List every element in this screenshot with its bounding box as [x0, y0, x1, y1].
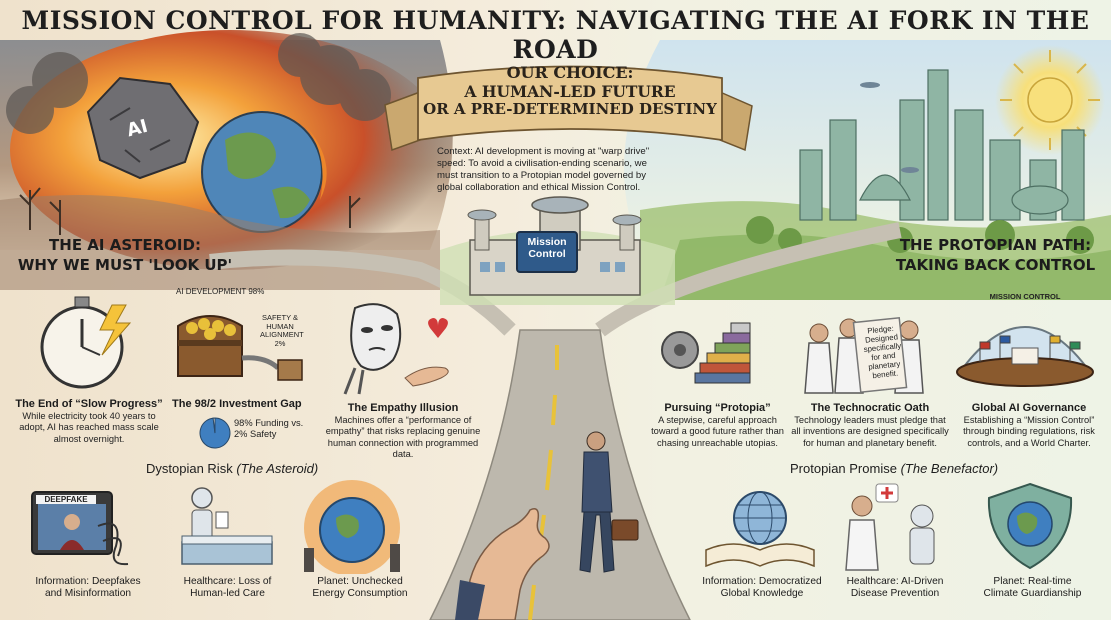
right-section-line-1: THE PROTOPIAN PATH: [899, 236, 1092, 254]
bottom-left-3-line-2: Energy Consumption [312, 588, 408, 600]
left-item-1: The End of “Slow Progress” While electri… [14, 398, 164, 445]
bottom-left-2-line-1: Healthcare: Loss of [183, 576, 272, 587]
right-item-1: Pursuing “Protopia” A stepwise, careful … [650, 402, 785, 449]
shield-globe-icon [987, 482, 1073, 570]
right-item-3-desc: Establishing a “Mission Control” through… [963, 415, 1095, 448]
bottom-right-2: Healthcare: AI-Driven Disease Prevention [830, 576, 960, 600]
burning-planet-icon [304, 480, 400, 574]
bottom-left-3: Planet: Unchecked Energy Consumption [295, 576, 425, 600]
context-text: Context: AI development is moving at "wa… [437, 146, 650, 193]
right-item-1-desc: A stepwise, careful approach toward a go… [651, 415, 784, 448]
left-section-line-1: THE AI ASTEROID: [49, 236, 201, 254]
page-title: MISSION CONTROL FOR HUMANITY: NAVIGATING… [21, 6, 1090, 64]
banner-line-2: A HUMAN-LED FUTURE [464, 81, 676, 101]
right-section-line-2: TAKING BACK CONTROL [895, 255, 1096, 274]
chest-label-top: AI DEVELOPMENT 98% [176, 287, 265, 296]
bright-sky [624, 40, 1111, 250]
scientists-pledge-icon [804, 316, 924, 394]
protopian-heading-main: Protopian Promise [790, 461, 897, 476]
deepfake-label: DEEPFAKE [36, 495, 96, 504]
protopian-heading: Protopian Promise (The Benefactor) [790, 461, 998, 476]
protopian-heading-sub: (The Benefactor) [900, 461, 999, 476]
dystopian-heading: Dystopian Risk (The Asteroid) [146, 461, 318, 476]
right-item-3-title: Global AI Governance [971, 402, 1087, 414]
left-item-3-title: The Empathy Illusion [347, 402, 459, 414]
left-section-line-2: WHY WE MUST 'LOOK UP' [17, 255, 233, 274]
doctor-robot-icon [845, 483, 935, 571]
mission-control-building [440, 196, 675, 305]
banner: OUR CHOICE: A HUMAN-LED FUTURE OR A PRE-… [418, 63, 722, 119]
bottom-right-3: Planet: Real-time Climate Guardianship [965, 576, 1100, 600]
bottom-left-3-line-1: Planet: Unchecked [317, 576, 403, 587]
deepfake-tv-icon [31, 491, 129, 566]
stopwatch-icon [40, 296, 132, 389]
left-item-2-desc: 98% Funding vs. 2% Safety [234, 418, 304, 440]
left-item-3: The Empathy Illusion Machines offer a “p… [318, 402, 488, 460]
chest-side-line-2: HUMAN [266, 321, 294, 331]
bottom-left-2-line-2: Human-led Care [190, 588, 265, 600]
chest-side-line-4: 2% [274, 338, 286, 348]
right-item-2-desc: Technology leaders must pledge that all … [791, 415, 949, 448]
green-city-skyline [799, 69, 1085, 221]
mission-control-sign: Mission Control [519, 236, 575, 260]
banner-line-3: OR A PRE-DETERMINED DESTINY [423, 100, 717, 119]
bottom-right-2-line-1: Healthcare: AI-Driven [846, 576, 944, 587]
dystopian-heading-sub: (The Asteroid) [236, 461, 319, 476]
bottom-right-3-line-2: Climate Guardianship [983, 588, 1082, 600]
bottom-right-1: Information: Democratized Global Knowled… [688, 576, 836, 600]
banner-scroll [384, 65, 753, 152]
dome-label: MISSION CONTROL [989, 292, 1061, 301]
bottom-left-2: Healthcare: Loss of Human-led Care [160, 576, 295, 600]
robot-nurse-bed-icon [181, 487, 273, 565]
businessman-walking [579, 431, 639, 573]
globe-book-icon [705, 491, 815, 568]
dead-trees [19, 187, 361, 235]
right-item-1-title: Pursuing “Protopia” [664, 402, 771, 414]
sign-line-2: Control [528, 248, 566, 261]
bottom-left-1-line-2: and Misinformation [44, 588, 132, 600]
smoke-plumes [6, 33, 391, 134]
bottom-right-2-line-2: Disease Prevention [850, 588, 940, 600]
bottom-left-1: Information: Deepfakes and Misinformatio… [18, 576, 158, 600]
pledge-paper: Pledge: Designed specifically for and pl… [857, 324, 908, 382]
pie-group [199, 417, 231, 449]
dystopian-heading-main: Dystopian Risk [146, 461, 233, 476]
left-section-header: THE AI ASTEROID: WHY WE MUST 'LOOK UP' [0, 236, 250, 275]
pie-slice-safety [212, 417, 216, 434]
chest-side-line-1: SAFETY & [261, 313, 299, 322]
bottom-right-1-line-2: Global Knowledge [720, 588, 804, 600]
left-item-2-title: The 98/2 Investment Gap [172, 398, 302, 410]
left-item-3-desc: Machines offer a “performance of empathy… [325, 415, 481, 459]
chest-label-side: SAFETY & HUMAN ALIGNMENT 2% [260, 313, 304, 349]
bottom-right-3-line-1: Planet: Real-time [993, 576, 1072, 587]
stepped-gears-icon [661, 322, 751, 384]
banner-line-1: OUR CHOICE: [506, 63, 634, 82]
robot-mask-icon [343, 303, 449, 395]
right-item-2: The Technocratic Oath Technology leaders… [790, 402, 950, 449]
investment-pie-chart [199, 417, 231, 449]
governance-dome-icon [956, 326, 1094, 387]
treasure-chest-icon [177, 315, 303, 381]
asteroid-icon [86, 76, 200, 180]
left-item-2: The 98/2 Investment Gap 98% Funding vs. … [168, 398, 318, 439]
chest-side-line-3: ALIGNMENT [260, 330, 304, 340]
reaching-hand-icon [455, 508, 550, 620]
right-item-2-title: The Technocratic Oath [810, 402, 930, 414]
sign-line-1: Mission [527, 236, 567, 248]
bottom-left-1-line-1: Information: Deepfakes [35, 576, 141, 587]
right-section-header: THE PROTOPIAN PATH: TAKING BACK CONTROL [880, 236, 1111, 275]
sun-icon [995, 45, 1105, 155]
bottom-right-1-line-1: Information: Democratized [702, 576, 822, 587]
left-item-1-desc: While electricity took 40 years to adopt… [19, 411, 159, 444]
left-item-1-title: The End of “Slow Progress” [15, 398, 163, 410]
right-item-3: Global AI Governance Establishing a “Mis… [954, 402, 1104, 449]
